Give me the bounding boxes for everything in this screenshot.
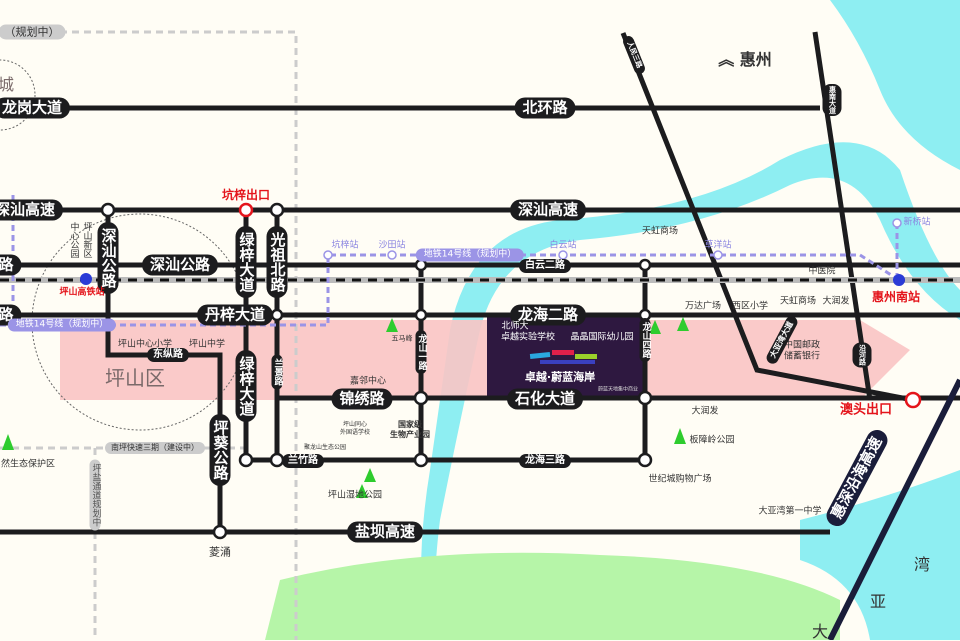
planned-label: （规划中） bbox=[0, 24, 66, 40]
poi-pingshan-middle: 坪山中学 bbox=[188, 339, 226, 350]
project-commerce: 蔚蓝天地集中商业 bbox=[597, 386, 639, 393]
park-area bbox=[265, 552, 840, 640]
poi-nature-reserve: 然生态保护区 bbox=[0, 459, 56, 470]
poi-bnu: 北师大 bbox=[501, 321, 529, 332]
region-pingshan: 坪山区 bbox=[105, 366, 165, 390]
road-pingkui: 坪葵公路 bbox=[209, 414, 231, 486]
road-baiyun2: 白云二路 bbox=[519, 259, 571, 273]
poi-tongxin-1: 坪山同心 bbox=[342, 421, 368, 428]
road-yanba: 盐坝高速 bbox=[346, 521, 424, 543]
metro-line-label: 地铁14号线（规划中） bbox=[415, 248, 525, 262]
road-lvzi-south: 绿梓大道 bbox=[235, 350, 257, 422]
huizhou-south-station: 惠州南站 bbox=[871, 290, 921, 304]
road-shihua: 石化大道 bbox=[506, 388, 584, 410]
road-longgang: 龙岗大道 bbox=[0, 97, 71, 119]
metro-station-baiyun: 白云站 bbox=[549, 240, 577, 251]
pingshan-hsr-station: 坪山高铁站 bbox=[59, 287, 105, 298]
poi-wumafeng: 五马峰 bbox=[391, 334, 413, 343]
road-beihuan: 北环路 bbox=[514, 97, 576, 119]
road-longhai3: 龙海三路 bbox=[519, 454, 571, 468]
poi-lingyong: 菱涌 bbox=[209, 545, 231, 559]
kengzi-exit-marker bbox=[238, 202, 254, 218]
road-jinxiu: 锦绣路 bbox=[331, 388, 393, 410]
road-longshan1: 龙山一路 bbox=[415, 330, 427, 374]
poi-tianhong-1: 天虹商场 bbox=[641, 226, 679, 237]
poi-tcm-hospital: 中医院 bbox=[808, 266, 836, 277]
chevron-up-icon: ︽ bbox=[718, 50, 735, 69]
poi-darunfa-2: 大润发 bbox=[691, 406, 719, 417]
road-lanjing: 兰景路 bbox=[271, 354, 283, 390]
road-lvzi-north: 绿梓大道 bbox=[235, 226, 257, 298]
poi-wanda: 万达广场 bbox=[684, 301, 722, 312]
poi-tongxin-2: 外国语学校 bbox=[339, 429, 371, 436]
poi-bio-park-1: 国家级 bbox=[398, 420, 422, 429]
road-pingyan: 坪盐通道规划中 bbox=[89, 459, 101, 531]
road-danzi: 丹梓大道 bbox=[196, 304, 274, 326]
poi-banzhangling-park: 板障岭公园 bbox=[689, 435, 735, 446]
project-logo bbox=[529, 350, 597, 364]
poi-jingjing-kindergarten: 晶晶国际幼儿园 bbox=[570, 332, 634, 343]
road-guangzu: 光祖北路 bbox=[266, 226, 288, 298]
road-nanping: 南坪快速三期（建设中） bbox=[105, 442, 205, 454]
road-shenshan-road-vertical: 深汕公路 bbox=[97, 222, 119, 294]
poi-zhuoyue-school: 卓越实验学校 bbox=[500, 332, 556, 343]
bay-char-1: 湾 bbox=[913, 555, 931, 574]
project-name: 卓越·蔚蓝海岸 bbox=[524, 370, 596, 384]
metro-line-label-west: 地铁14号线（规划中） bbox=[7, 318, 117, 332]
metro-station-xinqiao: 新桥站 bbox=[903, 217, 931, 228]
road-huinan: 惠南大道 bbox=[822, 84, 842, 116]
poi-pingshan-new-district: 坪山新区 bbox=[81, 222, 92, 258]
poi-tianhong-2: 天虹商场 bbox=[779, 296, 817, 307]
poi-postal-bank-1: 中国邮政 bbox=[783, 340, 821, 351]
aotou-exit-marker bbox=[904, 391, 922, 409]
poi-dayawan-school: 大亚湾第一中学 bbox=[758, 506, 822, 517]
aotou-exit: 澳头出口 bbox=[839, 402, 893, 418]
poi-century-mall: 世纪城购物广场 bbox=[648, 474, 712, 485]
pingshan-station-icon bbox=[80, 273, 92, 285]
tree-icons bbox=[2, 317, 689, 498]
huizhou-label: 惠州 bbox=[739, 50, 772, 69]
metro-station-caoyang: 草洋站 bbox=[704, 240, 732, 251]
road-fragment-1: 路 bbox=[0, 254, 22, 276]
poi-central-park: 中心公园 bbox=[68, 222, 79, 258]
poi-bio-park-2: 生物产业园 bbox=[390, 430, 430, 439]
poi-wetland-park: 坪山湿地公园 bbox=[327, 490, 383, 501]
huishen-expressway bbox=[827, 378, 960, 640]
huizhou-south-station-icon bbox=[893, 274, 905, 286]
poi-xiqu-school: 西区小学 bbox=[731, 301, 769, 312]
poi-postal-bank-2: 储蓄银行 bbox=[783, 351, 821, 362]
poi-pingshan-primary: 坪山中心小学 bbox=[117, 339, 173, 350]
road-shenshan-hwy-west: 深汕高速 bbox=[0, 199, 64, 221]
junctions bbox=[100, 202, 653, 540]
poi-julongshan-park: 聚龙山生态公园 bbox=[303, 444, 347, 451]
road-yanhe: 沿河路 bbox=[852, 342, 872, 368]
road-dongzong: 东纵路 bbox=[147, 348, 189, 362]
poi-jialin-center: 嘉邻中心 bbox=[349, 376, 387, 387]
city-fragment: 城 bbox=[0, 75, 15, 94]
bay-char-3: 大 bbox=[811, 622, 829, 641]
huizhou-direction: ︽ 惠州 bbox=[718, 52, 772, 68]
road-shenshan-road: 深汕公路 bbox=[141, 254, 219, 276]
project-site bbox=[487, 315, 645, 398]
metro-station-shatian: 沙田站 bbox=[378, 240, 406, 251]
road-shenshan-hwy: 深汕高速 bbox=[509, 199, 587, 221]
road-longhai2: 龙海二路 bbox=[509, 304, 587, 326]
poi-darunfa-1: 大润发 bbox=[822, 296, 850, 307]
road-longshan4: 龙山四路 bbox=[639, 318, 651, 362]
road-lanzhu: 兰竹路 bbox=[282, 454, 324, 468]
bay-char-2: 亚 bbox=[869, 592, 887, 611]
kengzi-exit: 坑梓出口 bbox=[221, 188, 271, 202]
metro-station-kengzi: 坑梓站 bbox=[331, 240, 359, 251]
